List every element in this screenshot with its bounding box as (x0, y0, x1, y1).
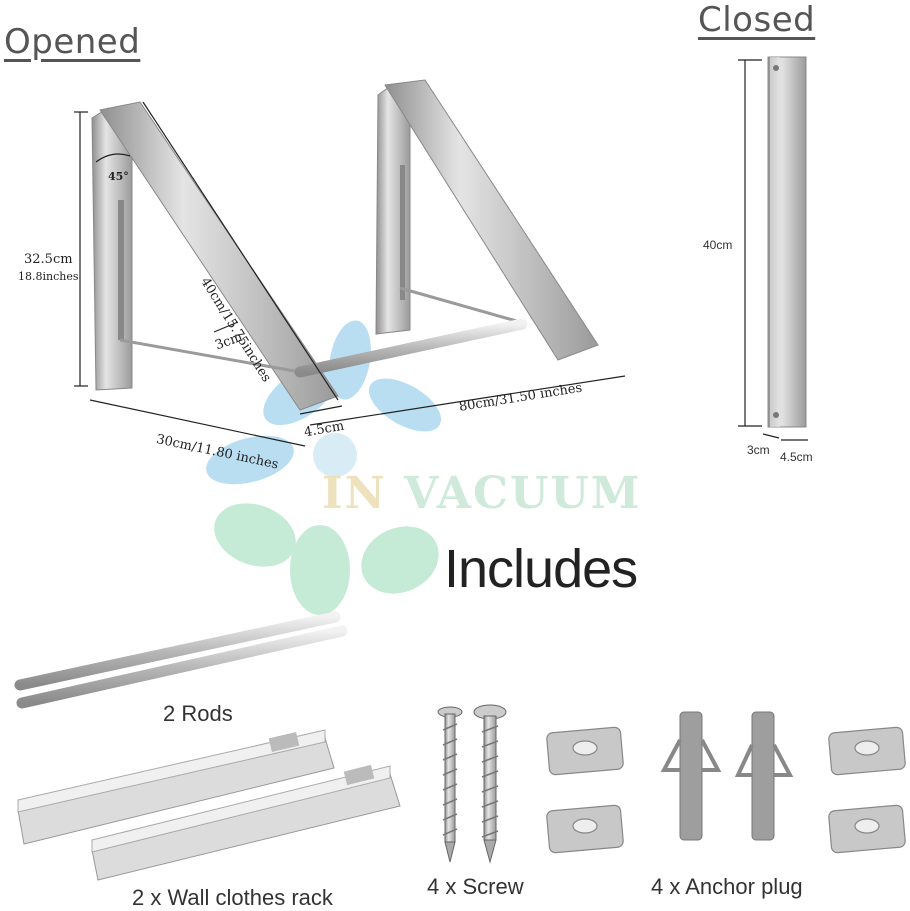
closed-dimension-lines (738, 59, 808, 441)
height-cm-label: 32.5cm (24, 252, 73, 267)
watermark-text: IN VACUUM (322, 468, 641, 519)
angle-label: 45° (108, 170, 129, 183)
racks-caption: 2 x Wall clothes rack (132, 885, 333, 910)
includes-heading: Includes (444, 539, 638, 599)
closed-heading: Closed (698, 0, 816, 40)
watermark-leaves (206, 320, 442, 615)
opened-bracket-right (375, 79, 599, 361)
watermark-part1: IN (322, 468, 387, 519)
rods-caption: 2 Rods (163, 701, 233, 726)
rods-image (14, 611, 348, 709)
watermark-part2: VACUUM (404, 468, 642, 519)
wall-racks-image (17, 729, 401, 881)
closed-thickness-label: 3cm (747, 443, 770, 457)
opened-heading: Opened (4, 22, 141, 62)
screws-caption: 4 x Screw (427, 874, 524, 899)
anchor-plugs-image (660, 711, 794, 841)
clips-image (546, 726, 906, 854)
anchors-caption: 4 x Anchor plug (651, 874, 803, 899)
opened-dimension-lines (74, 101, 626, 447)
closed-length-label: 40cm (703, 238, 733, 252)
screws-image (437, 704, 507, 864)
closed-width-label: 4.5cm (780, 450, 813, 464)
closed-bracket (767, 56, 807, 428)
opened-rod (294, 318, 528, 378)
height-inches-label: 18.8inches (18, 270, 79, 283)
opened-bracket-left (91, 101, 339, 411)
